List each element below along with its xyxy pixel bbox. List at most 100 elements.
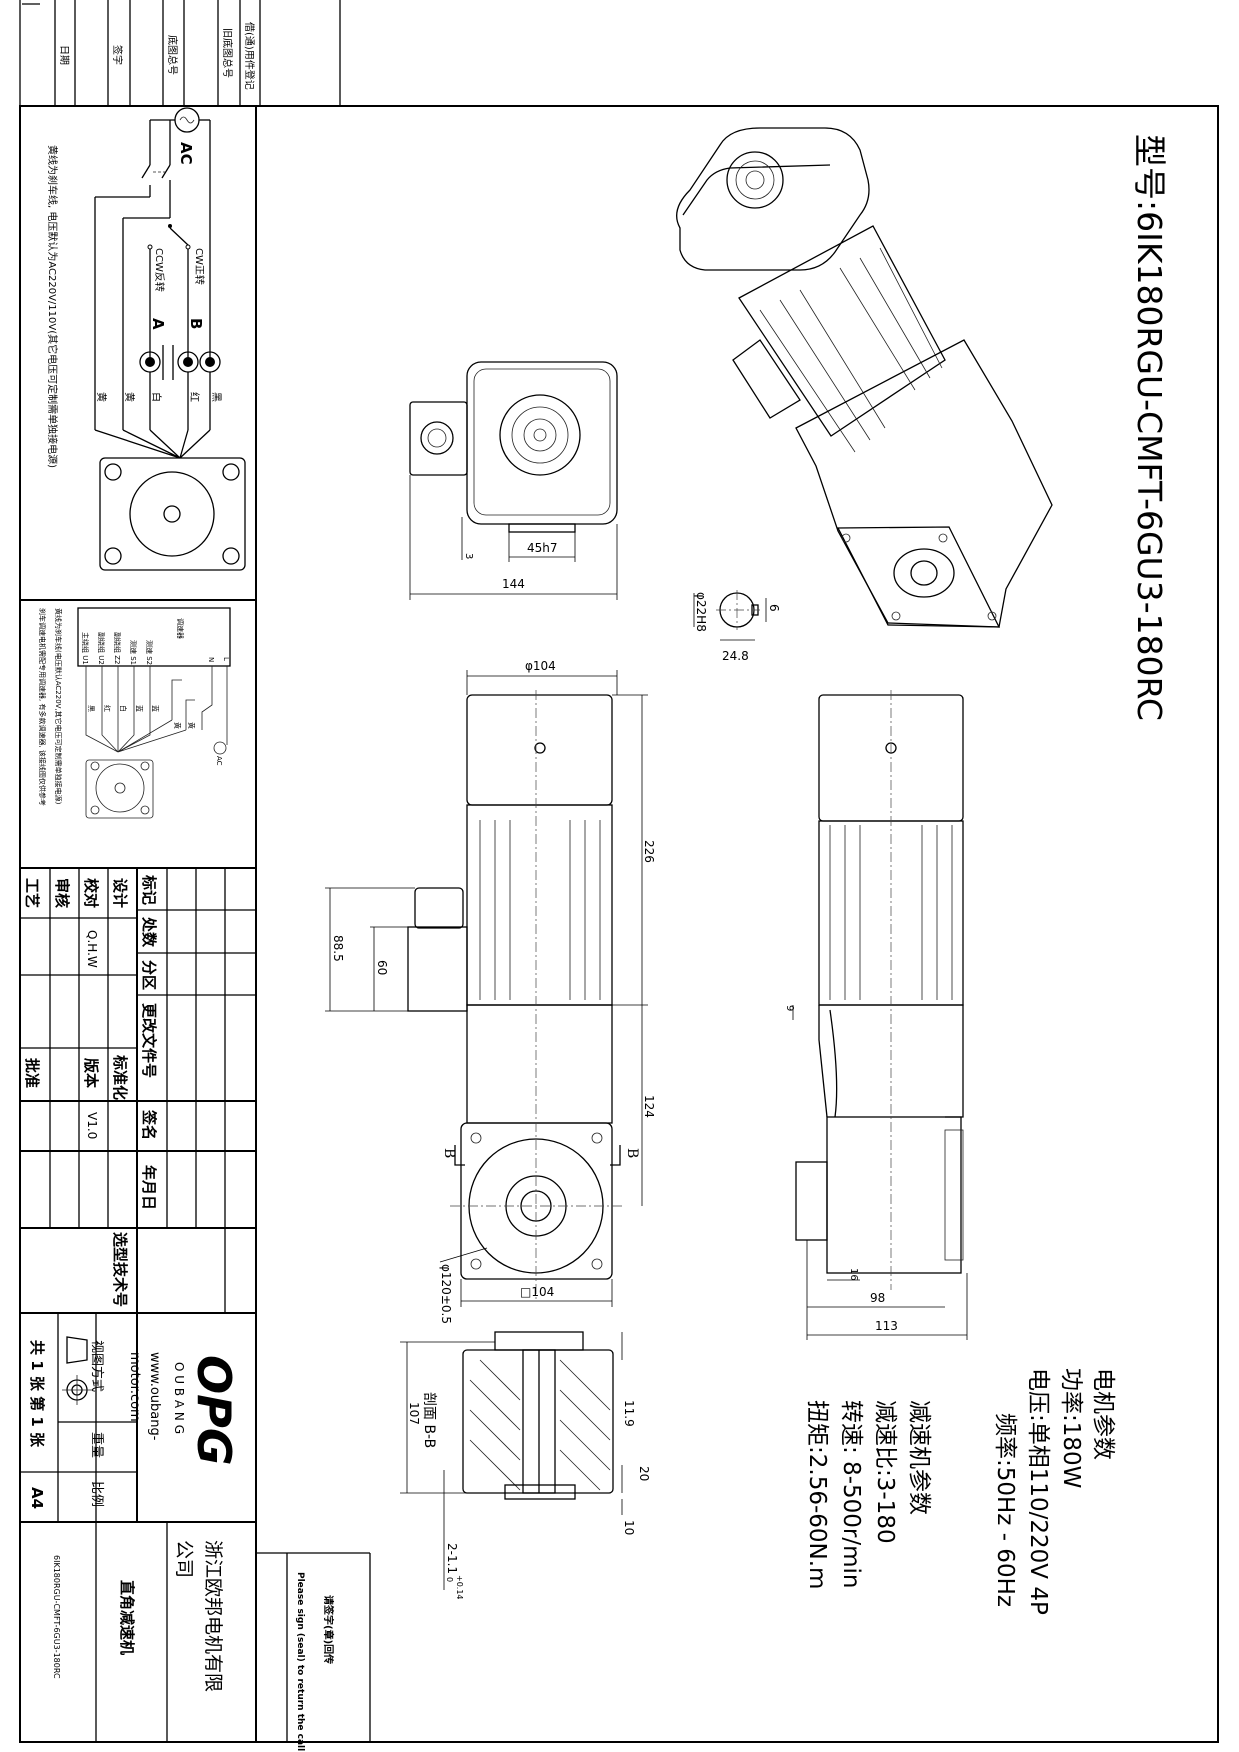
terminal-icons [139, 351, 221, 373]
label-old-base-drawing-no: 旧底图总号 [221, 28, 234, 78]
label-mark: 标记 [140, 874, 158, 905]
website-line-1: www.oubang- [147, 1352, 162, 1441]
ac-source-icon-2 [213, 741, 227, 755]
motor-flange-icon-2 [85, 759, 154, 819]
label-version: 版本 [82, 1058, 100, 1088]
motor-frequency: 频率:50Hz - 60Hz [992, 1413, 1018, 1607]
label-design: 设计 [111, 878, 129, 908]
terminal-l: L [222, 657, 230, 661]
label-process: 工艺 [23, 878, 41, 908]
company-logo: OPG [187, 1355, 241, 1466]
dim-shaft-key-height: 24.8 [722, 649, 749, 663]
dim-60: 60 [375, 960, 389, 975]
label-view-mode: 视图方式 [89, 1340, 105, 1392]
label-borrowed-parts: 借(通)用件登记 [243, 22, 256, 90]
dim-3: 3 [463, 553, 474, 559]
label-proofread: 校对 [82, 878, 100, 908]
motor-flange-icon [99, 457, 246, 571]
terminal-s2: 测速 S2 [145, 640, 153, 665]
label-approve: 批准 [23, 1058, 41, 1088]
drawing-number: 6IK180RGU-CMFT-6GU3-180RC [52, 1555, 61, 1679]
section-marker-b-left: B [441, 1148, 457, 1158]
wire-label: 蓝 [135, 705, 144, 712]
wire-yellow-label: 黄 [123, 392, 136, 402]
label-date: 年月日 [140, 1165, 158, 1210]
output-flange [836, 526, 1001, 628]
terminal-n: N [207, 657, 215, 662]
terminal-b-label: B [187, 318, 205, 329]
dim-104-diameter: φ104 [525, 659, 556, 673]
section-label: 剖面 B-B [421, 1392, 437, 1448]
junction-box [732, 339, 801, 419]
label-scale: 比例 [89, 1481, 104, 1507]
label-change-doc-no: 更改文件号 [140, 1003, 158, 1078]
label-sign: 签名 [140, 1109, 158, 1140]
label-date: 日期 [58, 45, 70, 65]
fan-cover [676, 127, 870, 271]
checker-name: Q.H.W [85, 930, 99, 968]
dim-11-9: 11.9 [622, 1400, 636, 1427]
wiring-diagram-standard: AC CW正转 CCW反转 B A 黑 [46, 107, 246, 571]
terminal-s1: 测速 S1 [129, 640, 137, 665]
label-selection-tech-no: 选型技术号 [111, 1232, 129, 1307]
output-flange [460, 1122, 613, 1280]
sign-return-cn: 请签字(章)回传 [322, 1595, 335, 1664]
controller-label: 调速器 [176, 618, 185, 639]
section-b-b: 107 剖面 B-B 11.9 20 10 2-1.1 +0.14 0 [400, 1331, 651, 1600]
ccw-label: CCW反转 [153, 248, 166, 292]
label-count: 处数 [140, 916, 158, 948]
label-base-drawing-no: 底图总号 [166, 35, 179, 75]
motor-parameters: 电机参数 功率:180W 电压:单相110/220V 4P 频率:50Hz - … [992, 1368, 1116, 1615]
wire-red-label: 红 [188, 392, 201, 402]
top-strip-labels: 日期 签字 底图总号 旧底图总号 借(通)用件登记 [58, 22, 256, 90]
motor-voltage: 电压:单相110/220V 4P [1025, 1368, 1051, 1615]
wire-white-label: 白 [150, 392, 163, 402]
gearbox [795, 339, 1053, 628]
version-value: V1.0 [85, 1112, 99, 1139]
dim-hole: 2-1.1 [445, 1543, 459, 1574]
reducer-params-heading: 减速机参数 [906, 1400, 932, 1515]
company-name: 浙江欧邦电机有限 [202, 1540, 224, 1692]
motor-body [466, 804, 613, 1006]
dim-124: 124 [642, 1095, 656, 1118]
controller-box [77, 607, 231, 667]
dim-shaft-diameter: φ22H8 [694, 592, 708, 632]
dim-hole-tolerance-lower: 0 [445, 1577, 454, 1582]
dim-113: 113 [875, 1319, 898, 1333]
wiring-note: 黄线为刹车线, 电压默认为AC220V/110V(其它电压可定制需单独接电源) [46, 145, 59, 468]
wiring-note-1: 黄线为刹车线(电压默认AC220V,其它电压可定制需单独接电源) [54, 608, 63, 805]
company-logo-subtitle: O U B A N G [172, 1362, 186, 1434]
ac-label-2: AC [215, 756, 223, 766]
dim-104-square: □104 [520, 1285, 554, 1299]
wiring-diagram-speed-control: 调速器 主绕组 U1 副绕组 U2 副绕组 Z2 测速 S1 测速 S2 N L… [38, 607, 231, 819]
wire-label: 蓝 [151, 705, 160, 712]
junction-box [407, 926, 468, 1012]
output-shaft-stub [795, 1161, 828, 1241]
dim-88-5: 88.5 [331, 935, 345, 962]
dim-107: 107 [407, 1402, 421, 1425]
wire-yellow-label-2: 黄 [95, 392, 108, 402]
label-weight: 重量 [89, 1432, 105, 1458]
isometric-view [676, 127, 1053, 628]
sign-return-en: Please sign (seal) to return the call [295, 1572, 305, 1751]
terminal-z2: 副绕组 Z2 [113, 632, 122, 664]
shaft-detail: φ22H8 24.8 6 [693, 590, 781, 663]
dim-45h7: 45h7 [527, 541, 558, 555]
reducer-torque: 扭矩:2.56-60N.m [804, 1400, 830, 1589]
terminal-u2: 副绕组 U2 [97, 632, 106, 665]
frame [19, 0, 1219, 1743]
product-name: 直角减速机 [118, 1580, 136, 1655]
end-view: 144 45h7 3 [409, 361, 618, 600]
dim-hole-tolerance-upper: +0.14 [455, 1575, 464, 1600]
wire-label: 黄 [173, 722, 182, 729]
dim-226: 226 [642, 840, 656, 863]
fan-grille-icon [499, 394, 581, 476]
dim-9: 9 [784, 1005, 795, 1011]
cable-gland [414, 887, 464, 929]
company-name-2: 公司 [173, 1540, 195, 1578]
fan-cover [466, 694, 613, 806]
terminal-a-label: A [149, 318, 167, 330]
model-title: 型号:6IK180RGU-CMFT-6GU3-180RC [1130, 134, 1169, 721]
wire-label: 白 [119, 705, 128, 712]
